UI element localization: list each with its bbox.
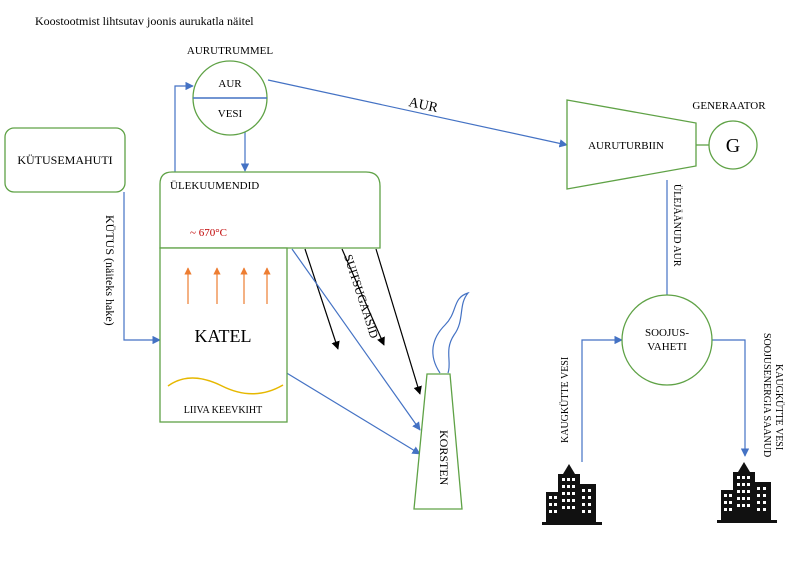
supply-water-label-1: SOOJUSENERGIA SAANUD xyxy=(761,333,772,457)
superheaters xyxy=(159,171,381,249)
turbine xyxy=(566,99,697,190)
fuel-tank xyxy=(4,127,126,193)
diagram-title: Koostootmist lihtsutav joonis aurukatla … xyxy=(35,14,254,28)
chimney-label: KORSTEN xyxy=(437,430,451,486)
heat-exchanger-label-1: SOOJUS- xyxy=(645,327,689,339)
fuel-flow-line xyxy=(123,192,161,345)
chimney xyxy=(413,373,463,510)
return-water-label: KAUGKÜTTE VESI xyxy=(559,357,571,443)
turbine-label: AURUTURBIIN xyxy=(588,140,664,152)
generator xyxy=(708,120,758,170)
heat-exchanger-label-2: VAHETI xyxy=(647,341,687,353)
exhaust-steam-label: ÜLEJÄÄNUD AUR xyxy=(671,184,683,267)
drum-steam-label: AUR xyxy=(218,78,242,90)
flue-gas-arrow-2 xyxy=(341,248,385,346)
superheater-to-drum-line xyxy=(174,81,194,172)
fuel-flow-label: KÜTUS (näiteks hake) xyxy=(103,215,117,326)
smoke-plume xyxy=(432,291,470,374)
fuel-tank-label: KÜTUSEMAHUTI xyxy=(17,153,112,167)
fluid-bed-label: LIIVA KEEVKIHT xyxy=(184,405,262,416)
steam-flow-label: AUR xyxy=(407,95,440,116)
flue-gas-arrow-3 xyxy=(375,248,422,395)
fluid-bed-wave xyxy=(167,377,284,395)
temperature-label: ~ 670°C xyxy=(190,227,227,239)
supply-water-line xyxy=(712,339,750,457)
return-water-line xyxy=(581,335,623,462)
supply-water-label-2: KAUGKÜTTE VESI xyxy=(773,364,785,450)
steam-flow-line xyxy=(267,79,568,148)
generator-title: GENERAATOR xyxy=(692,100,766,112)
flue-gas-arrow-4 xyxy=(291,248,421,431)
drum-title: AURUTRUMMEL xyxy=(187,45,273,57)
boiler xyxy=(159,247,288,423)
drum-water-label: VESI xyxy=(218,108,243,120)
building-icon xyxy=(542,464,602,525)
superheaters-label: ÜLEKUUMENDID xyxy=(170,180,259,192)
boiler-label: KATEL xyxy=(195,326,252,346)
generator-symbol: G xyxy=(726,135,740,157)
building-icon xyxy=(717,462,777,523)
flue-gas-arrow-5 xyxy=(284,371,421,455)
flue-gas-arrow-1 xyxy=(304,248,340,350)
heat-exchanger xyxy=(621,294,713,386)
